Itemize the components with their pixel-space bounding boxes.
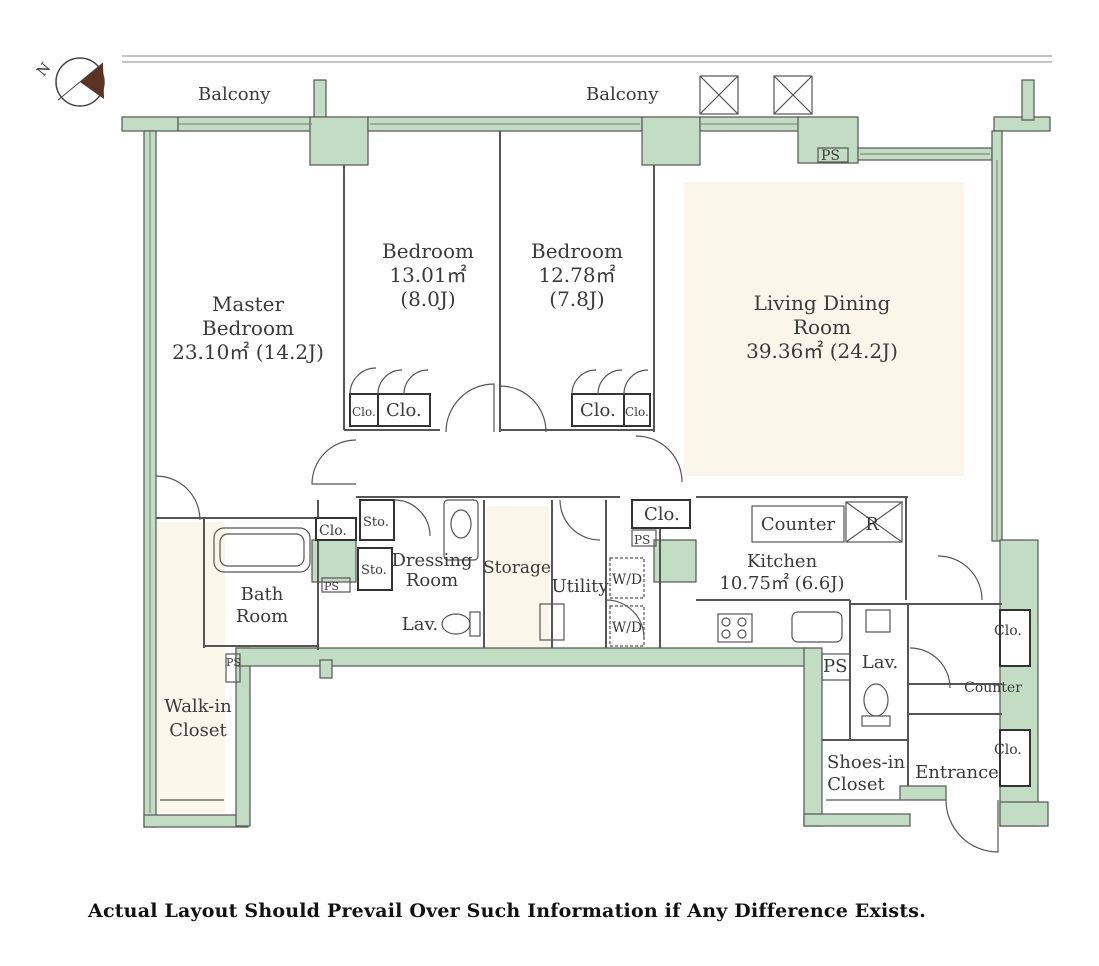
walk-in-closet-fill <box>157 522 225 812</box>
counter-label-1: Counter <box>761 514 836 535</box>
clo-6: Clo. <box>644 504 680 525</box>
walkin-label-1: Walk-in <box>164 696 232 717</box>
bed2-label-1: Bedroom <box>531 239 623 263</box>
clo-1: Clo. <box>352 405 376 419</box>
ldk-label-3: 39.36㎡ (24.2J) <box>746 339 898 363</box>
ldk-label-1: Living Dining <box>754 291 891 315</box>
wd-label-1: W/D <box>612 572 642 588</box>
bath-label-1: Bath <box>241 584 284 605</box>
balcony-left-label: Balcony <box>198 84 271 105</box>
disclaimer-text: Actual Layout Should Prevail Over Such I… <box>88 900 927 922</box>
ps-5: PS <box>324 580 339 593</box>
compass-icon: N <box>34 57 105 107</box>
partitions <box>156 131 1002 786</box>
utility-label: Utility <box>551 576 609 597</box>
dressing-label-2: Room <box>406 570 458 591</box>
bath-label-2: Room <box>236 606 288 627</box>
master-label-2: Bedroom <box>202 316 294 340</box>
counter-label-2: Counter <box>964 680 1022 696</box>
clo-5: Clo. <box>319 523 347 539</box>
ps-2: PS <box>634 533 650 547</box>
storage-label: Storage <box>483 558 551 578</box>
living-dining-fill <box>684 182 964 476</box>
closet-boxes <box>315 393 1031 787</box>
lav-label-1: Lav. <box>402 614 438 635</box>
master-label-3: 23.10㎡ (14.2J) <box>172 340 324 364</box>
clo-3: Clo. <box>580 400 616 421</box>
windows <box>149 123 998 813</box>
fixtures <box>160 75 903 801</box>
shoes-label-1: Shoes-in <box>827 752 905 773</box>
sto-2: Sto. <box>361 563 387 578</box>
bed1-label-1: Bedroom <box>382 239 474 263</box>
clo-4: Clo. <box>625 405 649 419</box>
balcony-right-label: Balcony <box>586 84 659 105</box>
r-label: R <box>865 514 879 535</box>
clo-2: Clo. <box>386 400 422 421</box>
clo-8: Clo. <box>994 742 1022 758</box>
dressing-label-1: Dressing <box>391 550 472 571</box>
kitchen-label-1: Kitchen <box>747 551 818 572</box>
ps-3: PS <box>823 656 847 677</box>
storage-fill <box>487 506 549 648</box>
bed1-label-2: 13.01㎡ <box>389 263 466 287</box>
master-label-1: Master <box>212 292 285 316</box>
lav-label-2: Lav. <box>862 652 898 673</box>
wd-label-2: W/D <box>612 620 642 636</box>
ldk-label-2: Room <box>793 315 851 339</box>
ps-4: PS <box>226 656 241 669</box>
bed1-label-3: (8.0J) <box>400 287 455 311</box>
bed2-label-2: 12.78㎡ <box>538 263 615 287</box>
shoes-label-2: Closet <box>827 774 885 795</box>
sto-1: Sto. <box>363 515 389 530</box>
bed2-label-3: (7.8J) <box>549 287 604 311</box>
north-label: N <box>34 60 54 80</box>
ps-1: PS <box>821 148 840 164</box>
clo-7: Clo. <box>994 623 1022 639</box>
walkin-label-2: Closet <box>169 720 227 741</box>
door-swings <box>155 367 999 853</box>
room-labels: Balcony Balcony Master Bedroom 23.10㎡ (1… <box>164 84 1022 795</box>
kitchen-label-2: 10.75㎡ (6.6J) <box>719 572 844 594</box>
balcony-rail <box>122 55 1052 63</box>
entrance-label: Entrance <box>915 762 999 783</box>
